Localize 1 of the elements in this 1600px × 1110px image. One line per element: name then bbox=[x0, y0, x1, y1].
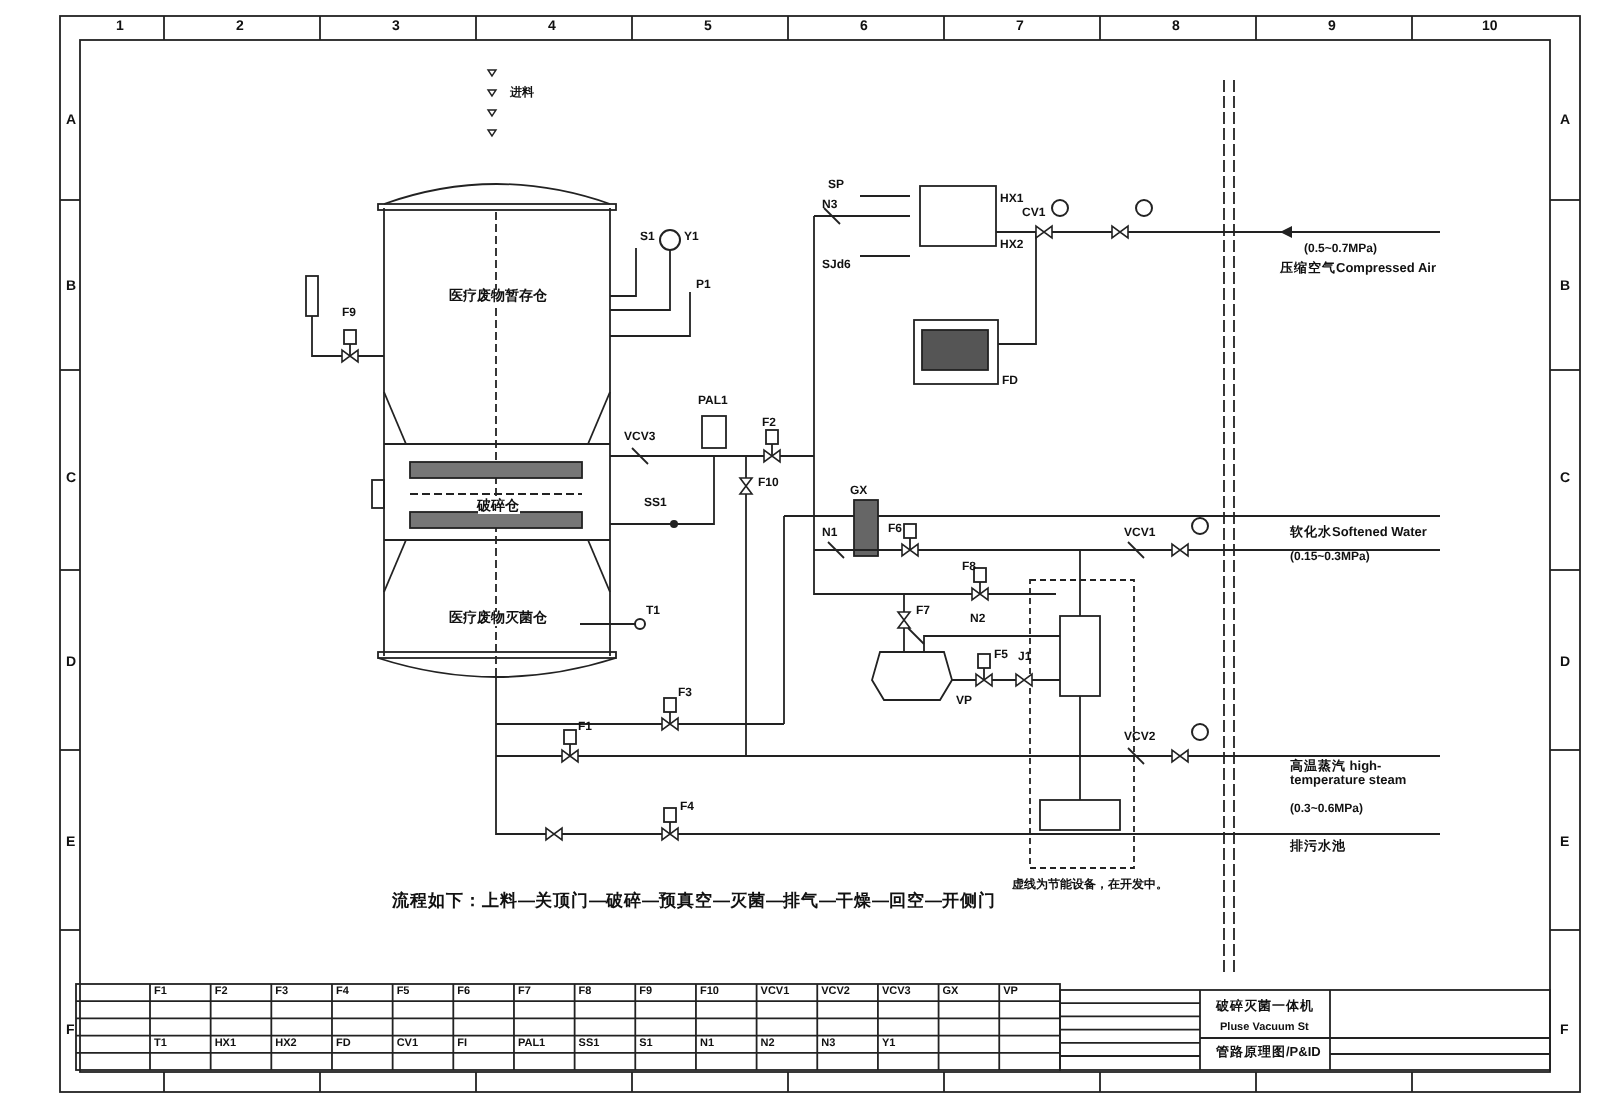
flow-description: 流程如下：上料—关顶门—破碎—预真空—灭菌—排气—干燥—回空—开侧门 bbox=[392, 892, 996, 911]
